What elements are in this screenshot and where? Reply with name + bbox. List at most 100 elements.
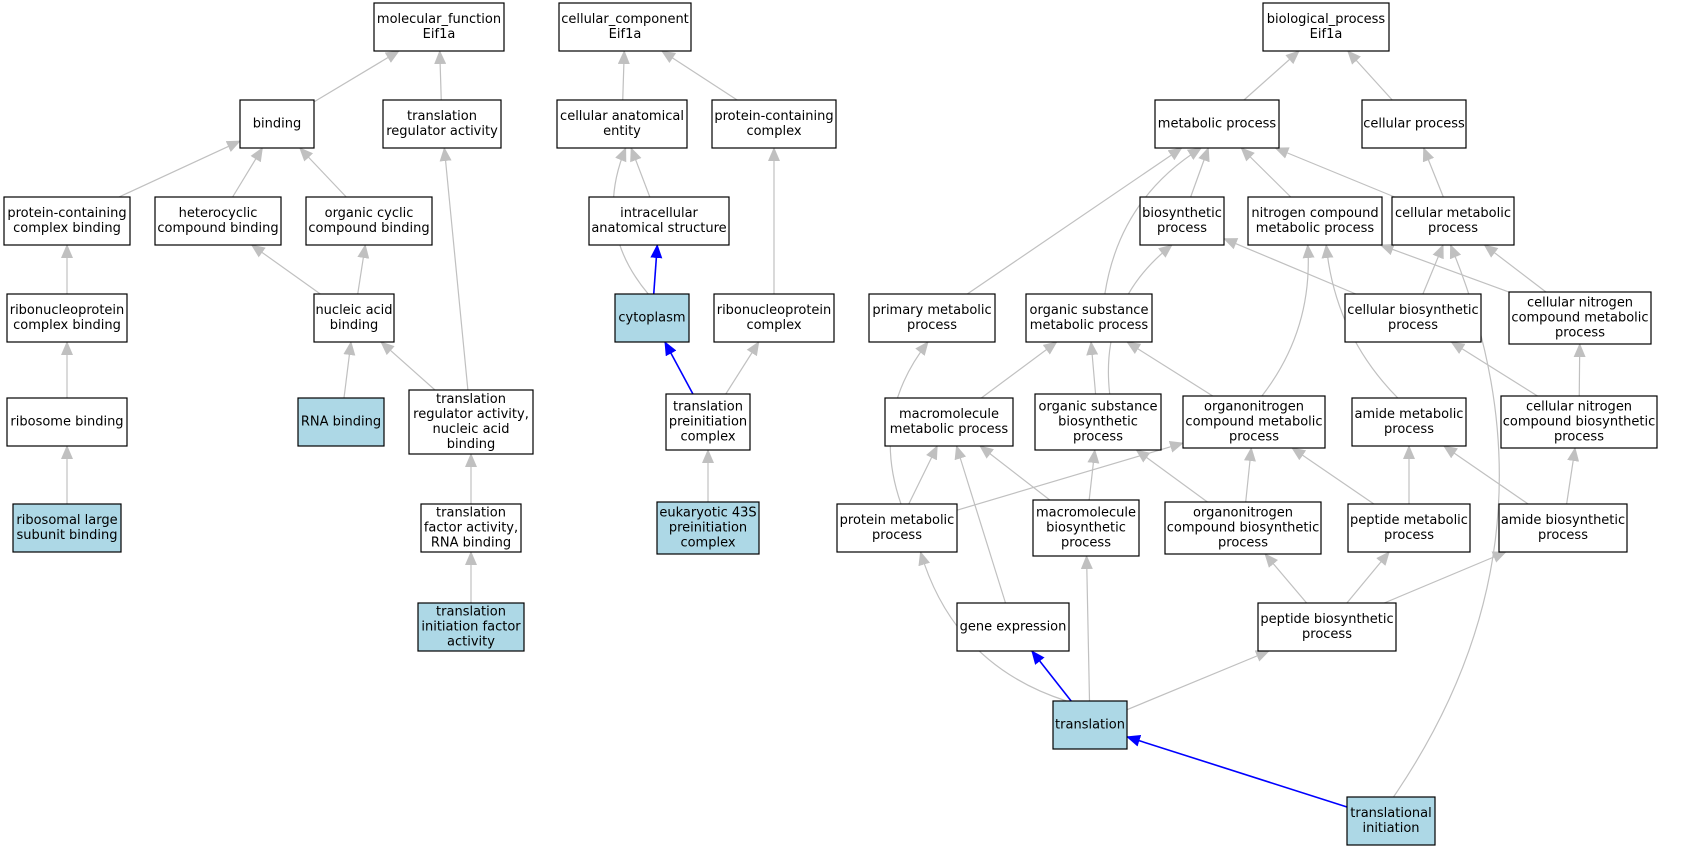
node-box-ncmp: [1247, 196, 1383, 246]
node-label-tfarb: translation: [436, 506, 506, 521]
node-box-cmp: [1391, 196, 1515, 246]
node-label-cmp: cellular metabolic: [1395, 206, 1511, 221]
node-box-cc: [558, 2, 692, 52]
node-ge[interactable]: gene expression: [956, 602, 1070, 652]
node-ribob[interactable]: ribosome binding: [6, 397, 128, 447]
node-metp[interactable]: metabolic process: [1154, 99, 1280, 149]
node-cyto[interactable]: cytoplasm: [614, 293, 690, 343]
node-label-tpic: complex: [680, 430, 735, 445]
node-label-cncmp: process: [1555, 326, 1605, 341]
node-label-cmp: process: [1428, 221, 1478, 236]
node-label-e43s: eukaryotic 43S: [659, 506, 756, 521]
edge-layer: [61, 50, 1586, 808]
edge-orgcb-to-binding: [299, 147, 347, 198]
edge-metp-to-bp: [1243, 50, 1300, 101]
edge-mbp-to-osbp: [1087, 449, 1100, 501]
node-label-mbp: biosynthetic: [1046, 521, 1126, 536]
node-box-protmp: [836, 503, 958, 553]
edge-cncbp-to-cncmp: [1573, 343, 1586, 397]
node-label-pcc: protein-containing: [714, 109, 833, 124]
node-label-cc: cellular_component: [561, 12, 689, 27]
node-box-cncbp: [1500, 395, 1658, 449]
node-label-hetcb: compound binding: [157, 221, 278, 236]
node-transl[interactable]: translation: [1052, 700, 1128, 750]
node-label-mf: molecular_function: [377, 12, 501, 27]
edge-pcc-to-cc: [661, 50, 738, 101]
node-label-oncmp: organonitrogen: [1204, 400, 1304, 415]
node-label-tpic: translation: [673, 400, 743, 415]
node-label-ribob: ribosome binding: [10, 415, 123, 430]
edge-pbp-to-abp: [1383, 551, 1507, 604]
edge-cncmp-to-ncmp: [1379, 243, 1510, 293]
node-label-cncbp: cellular nitrogen: [1526, 400, 1632, 415]
node-rnab[interactable]: RNA binding: [297, 397, 385, 447]
node-label-cc: Eif1a: [609, 27, 642, 42]
edge-rnab-to-nab: [343, 341, 356, 399]
node-label-ncmp: metabolic process: [1256, 221, 1375, 236]
node-label-protmp: process: [872, 528, 922, 543]
edge-cncmp-to-cmp: [1483, 244, 1547, 293]
node-binding[interactable]: binding: [239, 99, 315, 149]
edge-pccb-to-binding: [118, 140, 241, 198]
edge-biosp-to-metp: [1190, 147, 1210, 198]
node-box-tpic: [665, 393, 751, 451]
node-label-mbp: process: [1061, 536, 1111, 551]
edge-pbp-to-pepmp: [1346, 551, 1390, 604]
node-box-osmp: [1025, 293, 1153, 343]
node-box-cyto: [614, 293, 690, 343]
node-label-biosp: process: [1157, 221, 1207, 236]
edge-cellp-to-bp: [1347, 50, 1393, 101]
node-label-orgcb: compound binding: [308, 221, 429, 236]
node-box-pccb: [3, 196, 131, 246]
edge-tranab-to-tra: [439, 147, 469, 391]
node-label-cncbp: process: [1554, 430, 1604, 445]
node-label-cbp: process: [1388, 318, 1438, 333]
node-label-pccb: protein-containing: [7, 206, 126, 221]
edge-mmp-to-osmp: [980, 341, 1058, 399]
node-cellp[interactable]: cellular process: [1361, 99, 1467, 149]
node-label-orgcb: organic cyclic: [325, 206, 414, 221]
node-label-biosp: biosynthetic: [1142, 206, 1222, 221]
node-label-pbp: process: [1302, 627, 1352, 642]
node-box-amp: [1351, 397, 1467, 447]
node-label-osmp: metabolic process: [1030, 318, 1149, 333]
